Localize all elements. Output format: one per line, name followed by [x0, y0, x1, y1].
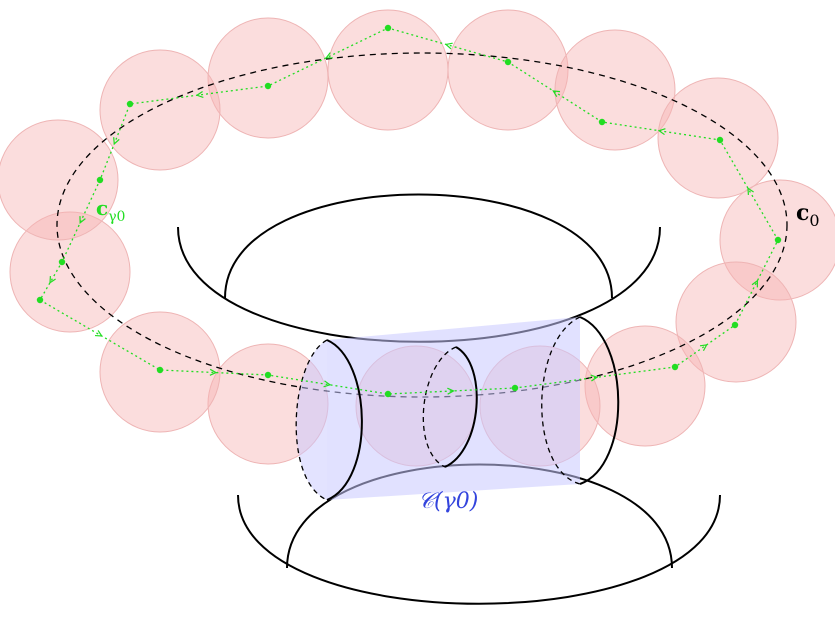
- path-arrow-6: [195, 91, 204, 99]
- path-arrow-11: [209, 368, 218, 376]
- path-node-13: [384, 390, 392, 398]
- path-arrow-12: [323, 380, 332, 388]
- path-node-4: [504, 58, 512, 66]
- path-node-6: [264, 82, 272, 90]
- ball-8: [584, 325, 706, 447]
- cylinder-left-cap-back: [295, 339, 328, 501]
- path-node-10: [36, 296, 44, 304]
- path-node-1: [774, 236, 782, 244]
- path-arrow-2: [657, 128, 666, 136]
- ball-14: [0, 119, 119, 241]
- path-arrow-16: [751, 279, 759, 288]
- path-arrow-1: [747, 187, 754, 196]
- cylinder-mid-section-front: [444, 346, 478, 468]
- dashed-ellipse: [56, 52, 788, 398]
- cylinder-right-cap-back: [541, 316, 581, 485]
- discrete-path: [36, 24, 782, 398]
- ball-3: [447, 9, 569, 131]
- ball-4: [554, 29, 676, 151]
- path-arrow-15: [699, 344, 708, 352]
- label-cylinder: 𝒞(γ0): [418, 489, 478, 514]
- path-arrow-3: [552, 90, 561, 97]
- lower-outer-arc: [237, 494, 721, 605]
- path-node-14: [511, 384, 519, 392]
- cylinder: [295, 316, 620, 501]
- cylinder-right-cap-front: [579, 316, 620, 485]
- label-c-gamma0: cγ0: [96, 196, 125, 225]
- path-arrow-13: [447, 387, 455, 395]
- ball-1: [207, 17, 329, 139]
- path-arrow-5: [324, 52, 333, 59]
- cylinder-body: [327, 317, 580, 500]
- upper-hole-inner-arc: [224, 193, 613, 299]
- path-arrow-9: [49, 275, 56, 284]
- path-arrow-8: [79, 216, 86, 225]
- path-arrow-10: [94, 330, 103, 337]
- path-node-9: [58, 258, 66, 266]
- label-c0: c0: [796, 200, 820, 230]
- path-node-2: [716, 136, 724, 144]
- path-arrow-7: [113, 137, 120, 146]
- path-arrow-14: [590, 374, 599, 382]
- path-node-12: [264, 371, 272, 379]
- path-node-16: [731, 321, 739, 329]
- ball-15: [99, 49, 221, 171]
- path-node-5: [384, 24, 392, 32]
- path-arrow-4: [444, 42, 453, 50]
- path-node-11: [156, 366, 164, 374]
- path-node-15: [671, 363, 679, 371]
- path-node-7: [126, 100, 134, 108]
- path-node-3: [598, 118, 606, 126]
- path-node-8: [96, 176, 104, 184]
- cylinder-left-cap-front: [326, 339, 363, 501]
